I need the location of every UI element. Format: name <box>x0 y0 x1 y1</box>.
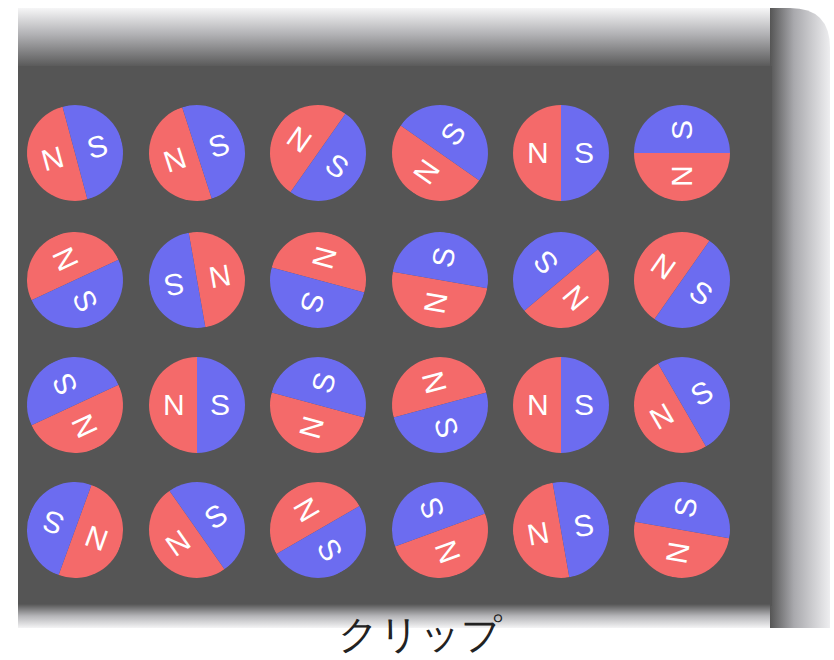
south-half <box>31 260 138 344</box>
magnet-shape <box>13 468 136 591</box>
pole-letter-south: S <box>210 390 230 420</box>
pole-letter-south: S <box>574 390 594 420</box>
magnet-disc: NS <box>373 86 507 220</box>
tray-right-wall <box>770 8 830 628</box>
pole-letter-north: N <box>163 390 185 420</box>
magnet-disc: NS <box>626 474 737 585</box>
south-half <box>394 393 499 464</box>
magnet-shape <box>615 213 749 347</box>
magnet-shape <box>384 224 495 335</box>
magnet-shape <box>626 474 737 585</box>
magnet-disc: NS <box>251 86 385 220</box>
magnet-shape <box>137 93 258 214</box>
south-half <box>378 468 485 546</box>
magnet-shape <box>259 221 377 339</box>
magnet-disc: NS <box>13 468 136 591</box>
magnet-shape <box>259 346 377 464</box>
magnet-disc: NS <box>513 357 609 453</box>
magnet-disc: NS <box>11 216 139 344</box>
pole-letter-north: N <box>527 390 549 420</box>
south-half <box>259 268 364 339</box>
magnet-disc: NS <box>384 224 495 335</box>
south-half <box>276 506 383 596</box>
magnet-disc: NS <box>137 93 258 214</box>
south-half <box>141 233 205 336</box>
north-half <box>149 357 197 453</box>
tray-floor <box>18 66 772 606</box>
magnet-disc: NS <box>130 463 264 597</box>
magnet-disc: NS <box>493 212 628 347</box>
magnet-shape <box>11 216 139 344</box>
south-half <box>393 224 496 288</box>
magnet-disc: NS <box>381 346 499 464</box>
magnet-shape <box>616 339 747 470</box>
magnet-disc: NS <box>11 341 139 469</box>
pole-letter-north: N <box>527 138 549 168</box>
south-half <box>11 341 118 425</box>
magnet-shape <box>141 224 252 335</box>
magnet-disc: NS <box>252 464 383 595</box>
magnet-disc: NS <box>616 339 747 470</box>
magnet-disc: NS <box>378 468 501 591</box>
south-half <box>182 93 257 199</box>
magnet-disc: NS <box>505 474 616 585</box>
magnet-shape <box>373 86 507 220</box>
pole-letter-south: S <box>574 138 594 168</box>
south-half <box>553 474 617 577</box>
pole-letter-north: N <box>667 165 697 187</box>
south-half <box>561 357 609 453</box>
tray-caption: クリップ <box>338 612 502 656</box>
tray-top-wall <box>18 8 770 68</box>
magnet-disc: NS <box>634 105 730 201</box>
magnet-shape <box>11 341 139 469</box>
south-half <box>63 94 134 199</box>
magnet-shape <box>16 94 134 212</box>
south-half <box>272 346 377 417</box>
south-half <box>197 357 245 453</box>
magnet-disc: NS <box>16 94 134 212</box>
south-half <box>634 105 730 153</box>
magnet-disc: NS <box>259 221 377 339</box>
north-half <box>513 357 561 453</box>
magnet-shape <box>251 86 385 220</box>
north-half <box>634 153 730 201</box>
magnet-disc: NS <box>259 346 377 464</box>
north-half <box>513 105 561 201</box>
magnet-shape <box>505 474 616 585</box>
pole-letter-south: S <box>667 120 697 140</box>
magnet-shape <box>252 464 383 595</box>
south-half <box>561 105 609 201</box>
magnet-disc: NS <box>141 224 252 335</box>
south-half <box>13 468 91 575</box>
magnet-shape <box>130 463 264 597</box>
south-half <box>635 474 738 538</box>
magnet-shape <box>493 212 628 347</box>
magnet-shape <box>381 346 499 464</box>
magnet-shape <box>378 468 501 591</box>
magnet-disc: NS <box>513 105 609 201</box>
magnet-disc: NS <box>149 357 245 453</box>
south-half <box>658 339 748 446</box>
magnet-disc: NS <box>615 213 749 347</box>
